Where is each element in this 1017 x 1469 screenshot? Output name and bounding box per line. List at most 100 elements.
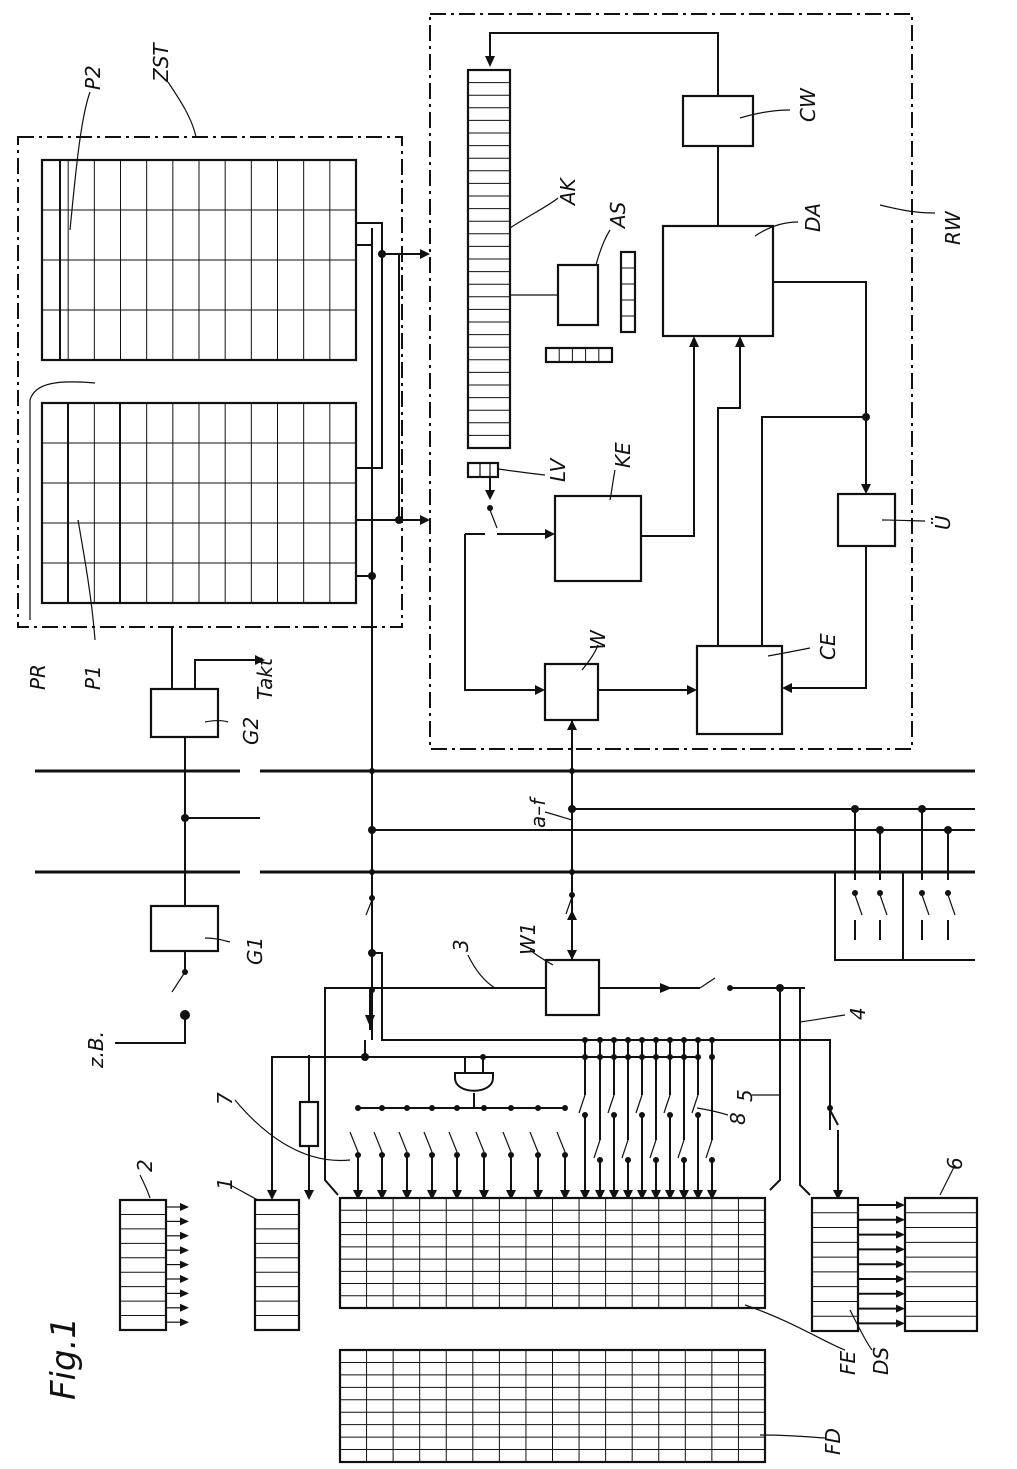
w1-leader [529, 949, 554, 966]
w1-unit [544, 958, 601, 1017]
ds-to-6-arrows [858, 1201, 905, 1328]
da-unit [661, 224, 775, 338]
label-g1: G1 [243, 937, 267, 965]
reg2-output-head [180, 1260, 189, 1269]
label-8: 8 [726, 1112, 750, 1125]
label-lv: LV [546, 457, 570, 482]
switch-7-blade [448, 1131, 458, 1153]
rw-leader [879, 204, 936, 214]
switch-bank-8 [578, 1037, 717, 1200]
label-4: 4 [846, 1007, 870, 1020]
switch-7-arrow [479, 1190, 489, 1200]
reg2-cell-frame [118, 1198, 168, 1332]
fe-matrix [338, 1196, 767, 1310]
switch-7-blade [556, 1131, 566, 1153]
switch-8-blade [578, 1094, 586, 1114]
reg2-output-head [180, 1318, 189, 1327]
register-1 [253, 1198, 301, 1332]
label-ds: DS [869, 1347, 893, 1375]
ds-arrow-head [896, 1275, 905, 1283]
n1-leader [229, 1184, 259, 1201]
label-da: DA [801, 203, 825, 232]
label-cw: CW [796, 87, 820, 122]
switch-8-arrow [651, 1190, 661, 1200]
as-leader [595, 229, 611, 266]
rw-frame [429, 13, 913, 750]
switch-7-blade [423, 1131, 433, 1153]
lv-register [466, 461, 500, 479]
cw-unit [681, 94, 755, 148]
gate [454, 1072, 494, 1092]
ds-arrow-head [896, 1215, 905, 1224]
label-6: 6 [943, 1157, 967, 1170]
switch-7-arrow [560, 1190, 570, 1200]
switch-7-node [454, 1105, 460, 1111]
switch-8-blade [593, 1139, 601, 1159]
reg2-output-head [180, 1203, 189, 1211]
reg2-output-head [180, 1275, 189, 1283]
switch-bank-7 [349, 1105, 570, 1200]
label-7: 7 [213, 1092, 237, 1105]
reg6-cell-frame [903, 1196, 979, 1333]
switch-8-arrow [580, 1190, 590, 1200]
da-leader [754, 221, 799, 237]
as-register-vertical [619, 250, 637, 334]
zst-block [17, 81, 403, 641]
label-p1: P1 [81, 665, 105, 690]
ds-arrow-head [896, 1289, 905, 1298]
w-leader [581, 644, 599, 671]
label-as: AS [606, 201, 630, 230]
switch-7-node [379, 1105, 385, 1111]
p1-leader [77, 519, 96, 641]
switch-7-blade [502, 1131, 512, 1153]
ke-unit [553, 494, 643, 583]
n6-leader [939, 1164, 956, 1196]
label-3: 3 [449, 939, 473, 952]
switch-7-node [562, 1105, 568, 1111]
switch-7-node [404, 1105, 410, 1111]
reg2-output-head [180, 1289, 189, 1298]
zst-leader [167, 81, 197, 138]
g1-leader [204, 937, 231, 943]
label-takt: Takt [253, 657, 277, 700]
switch-7-blade [373, 1131, 383, 1153]
as-registers [544, 250, 637, 364]
switch-8-arrow [665, 1190, 675, 1200]
g1-unit [149, 904, 220, 953]
label-1: 1 [213, 1177, 237, 1190]
switch-8-blade [677, 1139, 685, 1159]
w-unit [543, 662, 600, 722]
pr-bracket [29, 381, 96, 620]
switch-7-arrow [353, 1190, 363, 1200]
n8-leader [696, 1107, 729, 1116]
label-ak: AK [556, 176, 580, 207]
ds-arrow-head [896, 1201, 905, 1209]
ak-register-stack [466, 68, 512, 450]
label-2: 2 [133, 1159, 157, 1172]
u-leader [881, 519, 926, 522]
label-w1: W1 [516, 923, 540, 956]
ds-arrow-head [896, 1245, 905, 1254]
label-fig: Fig.1 [44, 1317, 84, 1400]
switch-7-blade [398, 1131, 408, 1153]
switch-8-blade [635, 1094, 643, 1114]
reg2-output-head [180, 1217, 189, 1226]
af-leader [544, 811, 573, 821]
p1-memory-grid [40, 401, 358, 605]
switch-7-arrow [402, 1190, 412, 1200]
zst-frame [17, 136, 403, 628]
label-ke: KE [611, 442, 635, 468]
switch-7-arrow [506, 1190, 516, 1200]
g2-leader [204, 719, 229, 723]
ds-register [810, 1196, 860, 1333]
switch-8-blade [621, 1139, 629, 1159]
switch-7-arrow [427, 1190, 437, 1200]
rw-block [429, 13, 936, 770]
cw-leader [739, 109, 791, 119]
ds-arrow-head [896, 1230, 905, 1239]
switch-8-arrow [693, 1190, 703, 1200]
switch-8-arrow [679, 1190, 689, 1200]
g2-unit [149, 687, 220, 739]
diagram-labels: Fig.1 ZST P2 P1 PR Takt G2 G1 z.B. RW AK… [26, 42, 967, 1455]
zst-output-lines [356, 222, 430, 1040]
